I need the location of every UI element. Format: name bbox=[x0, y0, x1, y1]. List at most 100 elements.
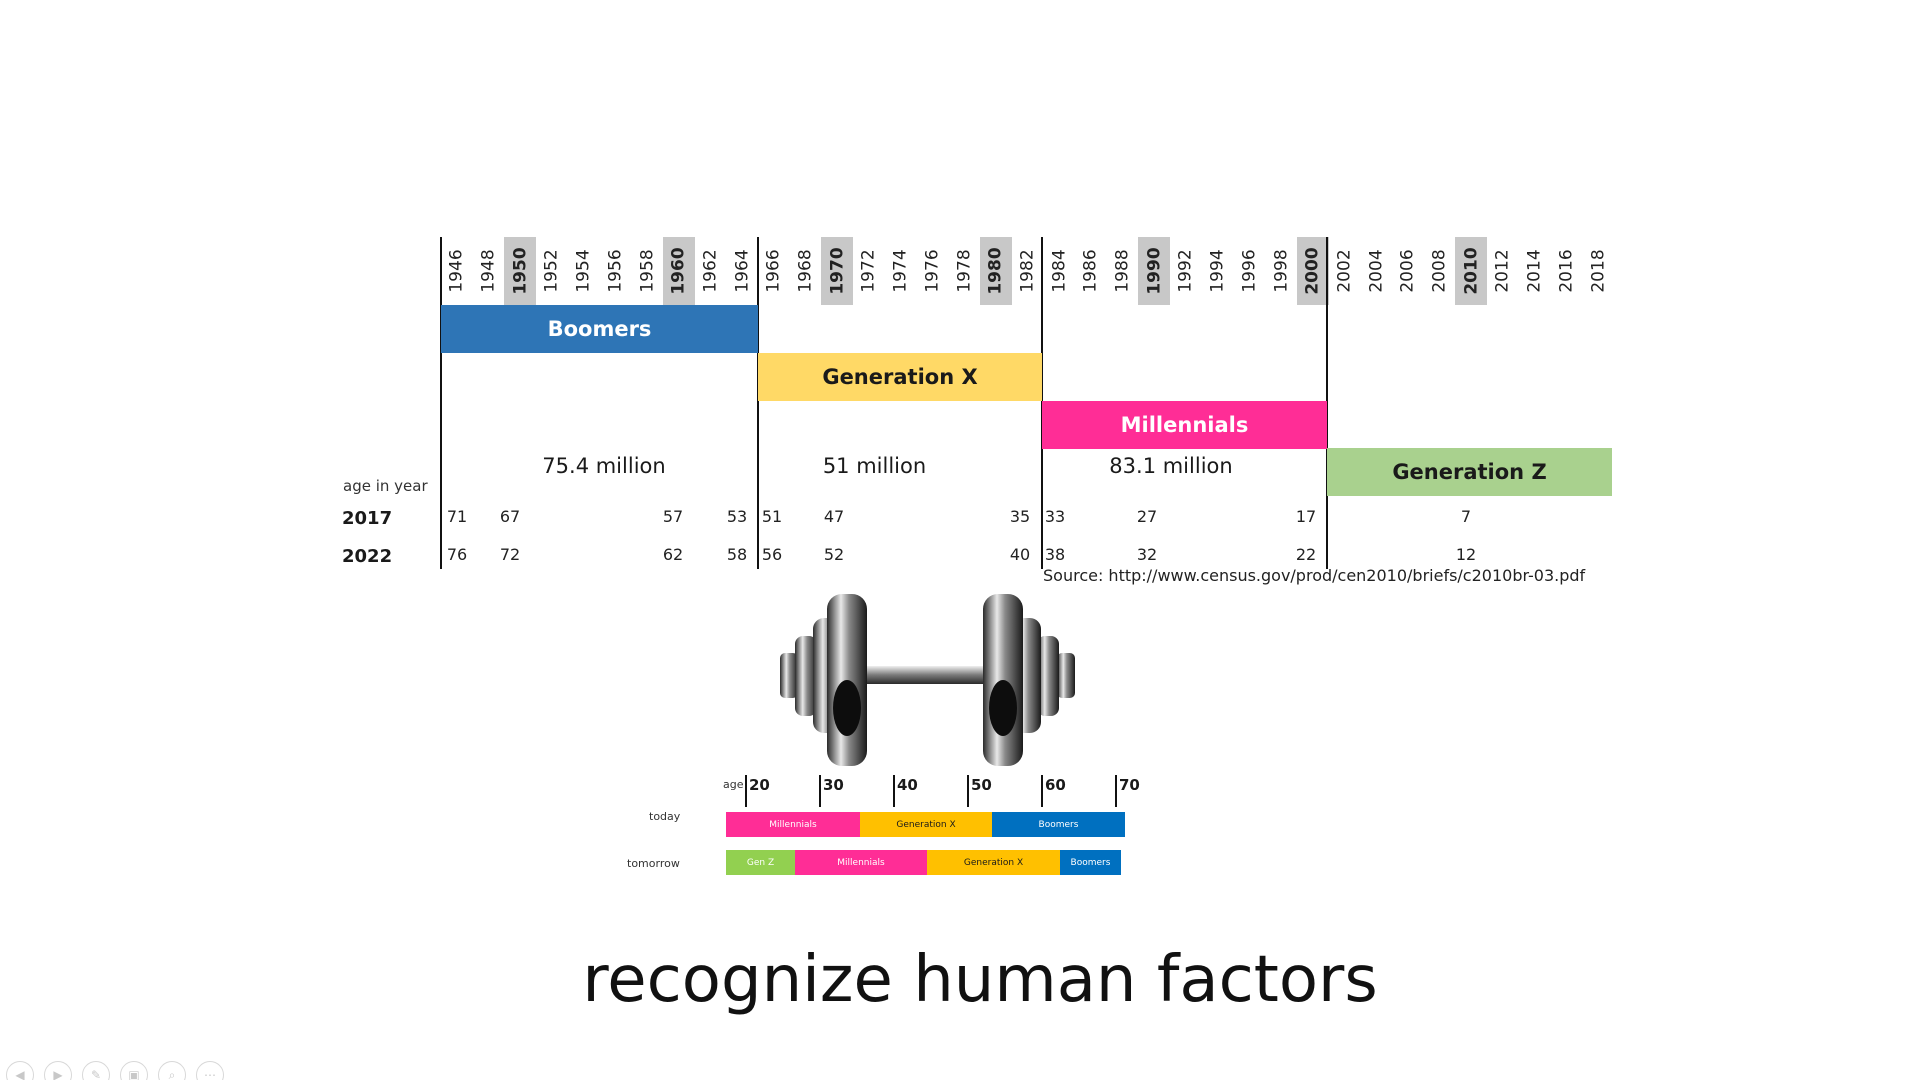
year-text: 1978 bbox=[954, 249, 975, 293]
year-text: 2016 bbox=[1556, 249, 1577, 293]
mini-bar-segment: Boomers bbox=[992, 812, 1125, 837]
year-text: 2010 bbox=[1461, 247, 1482, 295]
year-label-1992: 1992 bbox=[1170, 237, 1202, 305]
year-text: 1986 bbox=[1081, 249, 1102, 293]
year-label-1958: 1958 bbox=[631, 237, 663, 305]
mini-row-label-tomorrow: tomorrow bbox=[627, 857, 680, 870]
divider-line bbox=[757, 237, 759, 569]
age-cell: 32 bbox=[1136, 545, 1158, 564]
year-label-1978: 1978 bbox=[948, 237, 980, 305]
year-label-1950: 1950 bbox=[504, 237, 537, 305]
mini-bar-segment: Generation X bbox=[927, 850, 1060, 875]
year-text: 1988 bbox=[1112, 249, 1133, 293]
year-label-2012: 2012 bbox=[1487, 237, 1519, 305]
year-text: 1982 bbox=[1017, 249, 1038, 293]
generation-bar-millennials: Millennials bbox=[1042, 401, 1327, 449]
year-label-2006: 2006 bbox=[1392, 237, 1424, 305]
slides-icon[interactable]: ▣ bbox=[120, 1061, 148, 1080]
age-cell: 56 bbox=[761, 545, 783, 564]
age-cell: 35 bbox=[1009, 507, 1031, 526]
year-text: 1960 bbox=[668, 247, 689, 295]
year-label-1988: 1988 bbox=[1107, 237, 1139, 305]
year-label-1954: 1954 bbox=[568, 237, 600, 305]
year-text: 1950 bbox=[510, 247, 531, 295]
mini-age-label: age bbox=[723, 778, 744, 791]
year-label-1952: 1952 bbox=[536, 237, 568, 305]
mini-bar-segment: Boomers bbox=[1060, 850, 1121, 875]
slide-caption: recognize human factors bbox=[582, 943, 1378, 1017]
mini-bar-segment: Millennials bbox=[795, 850, 927, 875]
year-label-2008: 2008 bbox=[1424, 237, 1456, 305]
generation-name: Generation Z bbox=[1392, 460, 1547, 484]
mini-tick-line bbox=[967, 775, 969, 807]
generation-name: Millennials bbox=[1120, 413, 1249, 437]
year-text: 1974 bbox=[890, 249, 911, 293]
age-cell: 57 bbox=[662, 507, 684, 526]
year-label-1948: 1948 bbox=[473, 237, 505, 305]
year-label-2018: 2018 bbox=[1582, 237, 1614, 305]
year-label-1976: 1976 bbox=[917, 237, 949, 305]
age-cell: 62 bbox=[662, 545, 684, 564]
mini-tick-label: 50 bbox=[971, 776, 992, 794]
mini-bar-label: Boomers bbox=[1038, 819, 1079, 830]
year-text: 2006 bbox=[1398, 249, 1419, 293]
age-cell: 67 bbox=[499, 507, 521, 526]
next-slide-icon[interactable]: ▶ bbox=[44, 1061, 72, 1080]
divider-line bbox=[1326, 237, 1328, 569]
age-cell: 27 bbox=[1136, 507, 1158, 526]
divider-line bbox=[440, 237, 442, 569]
year-text: 1980 bbox=[985, 247, 1006, 295]
previous-slide-icon[interactable]: ◀ bbox=[6, 1061, 34, 1080]
mini-bar-label: Generation X bbox=[896, 819, 956, 830]
mini-tick-line bbox=[1115, 775, 1117, 807]
year-label-2002: 2002 bbox=[1329, 237, 1361, 305]
age-header: age in year bbox=[343, 477, 428, 495]
age-cell: 38 bbox=[1044, 545, 1066, 564]
age-cell: 52 bbox=[823, 545, 845, 564]
mini-tick-line bbox=[893, 775, 895, 807]
year-label-2000: 2000 bbox=[1296, 237, 1329, 305]
year-label-1996: 1996 bbox=[1234, 237, 1266, 305]
pen-icon[interactable]: ✎ bbox=[82, 1061, 110, 1080]
mini-bar-label: Gen Z bbox=[746, 857, 775, 868]
mini-tick-line bbox=[819, 775, 821, 807]
mini-bar-label: Millennials bbox=[769, 819, 817, 830]
year-label-1962: 1962 bbox=[695, 237, 727, 305]
year-text: 1948 bbox=[478, 249, 499, 293]
year-text: 1962 bbox=[700, 249, 721, 293]
mini-tick-line bbox=[745, 775, 747, 807]
zoom-icon[interactable]: ⌕ bbox=[158, 1061, 186, 1080]
age-cell: 12 bbox=[1455, 545, 1477, 564]
age-cell: 58 bbox=[726, 545, 748, 564]
age-cell: 51 bbox=[761, 507, 783, 526]
generation-name: Boomers bbox=[547, 317, 652, 341]
year-label-1980: 1980 bbox=[979, 237, 1012, 305]
year-text: 1996 bbox=[1239, 249, 1260, 293]
year-text: 1954 bbox=[573, 249, 594, 293]
mini-tick-label: 30 bbox=[823, 776, 844, 794]
generation-bar-generation-z: Generation Z bbox=[1327, 448, 1612, 496]
mini-tick-label: 60 bbox=[1045, 776, 1066, 794]
year-label-1972: 1972 bbox=[853, 237, 885, 305]
more-icon[interactable]: ⋯ bbox=[196, 1061, 224, 1080]
mini-tick-label: 40 bbox=[897, 776, 918, 794]
source-citation: Source: http://www.census.gov/prod/cen20… bbox=[1043, 566, 1586, 585]
age-row-year: 2022 bbox=[342, 546, 393, 567]
year-label-2014: 2014 bbox=[1519, 237, 1551, 305]
year-label-2004: 2004 bbox=[1360, 237, 1392, 305]
year-text: 1958 bbox=[637, 249, 658, 293]
year-label-1970: 1970 bbox=[821, 237, 854, 305]
generation-name: Generation X bbox=[822, 365, 978, 389]
year-text: 1964 bbox=[732, 249, 753, 293]
mini-tick-line bbox=[1041, 775, 1043, 807]
age-cell: 7 bbox=[1460, 507, 1472, 526]
year-label-1990: 1990 bbox=[1138, 237, 1171, 305]
year-label-1946: 1946 bbox=[441, 237, 473, 305]
mini-bar-segment: Millennials bbox=[726, 812, 860, 837]
year-label-1982: 1982 bbox=[1012, 237, 1044, 305]
age-cell: 40 bbox=[1009, 545, 1031, 564]
age-cell: 76 bbox=[446, 545, 468, 564]
year-label-1968: 1968 bbox=[790, 237, 822, 305]
year-label-1986: 1986 bbox=[1075, 237, 1107, 305]
age-row-year: 2017 bbox=[342, 508, 393, 529]
